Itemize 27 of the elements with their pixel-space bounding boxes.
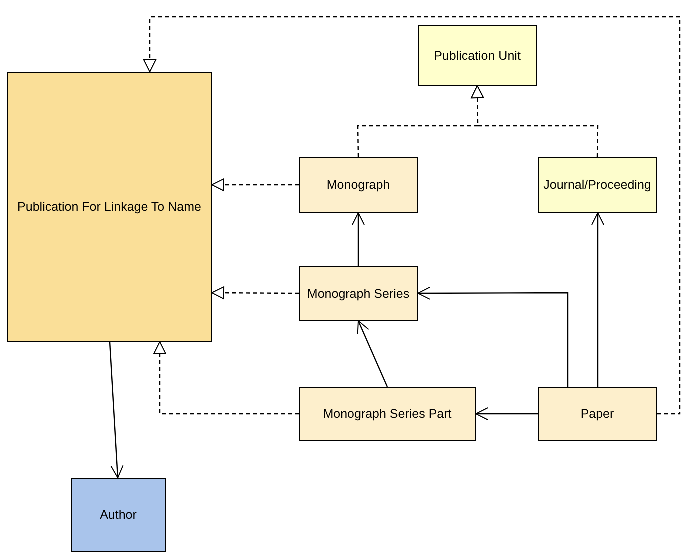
- class-box: [71, 478, 166, 552]
- arrow: [476, 408, 538, 420]
- class-name: Journal/Proceeding: [542, 177, 652, 194]
- class-name: Publication For Linkage To Name: [16, 199, 202, 216]
- class-name: Author: [99, 507, 138, 524]
- arrow: [357, 320, 388, 388]
- class-box: [7, 72, 212, 342]
- class-name: Paper: [580, 406, 616, 423]
- class-name: Monograph Series Part: [322, 406, 453, 423]
- inheritance-arrow: [212, 286, 299, 300]
- arrow: [592, 212, 604, 387]
- inheritance-arrow: [212, 178, 299, 192]
- class-name: Monograph Series: [306, 286, 411, 302]
- arrow: [352, 212, 365, 266]
- class-box: [299, 266, 418, 321]
- class-box: [418, 25, 537, 86]
- class-box: [538, 157, 657, 213]
- inheritance-arrow: [154, 342, 299, 415]
- class-box: [299, 387, 476, 441]
- arrow: [109, 342, 124, 478]
- inheritance-arrow: [471, 86, 599, 157]
- class-name: Monograph: [326, 177, 392, 194]
- arrow: [418, 286, 569, 387]
- class-box: [299, 157, 418, 213]
- class-box: [538, 387, 657, 441]
- class-name: Publication Unit: [433, 48, 522, 64]
- inheritance-arrow: [144, 16, 681, 415]
